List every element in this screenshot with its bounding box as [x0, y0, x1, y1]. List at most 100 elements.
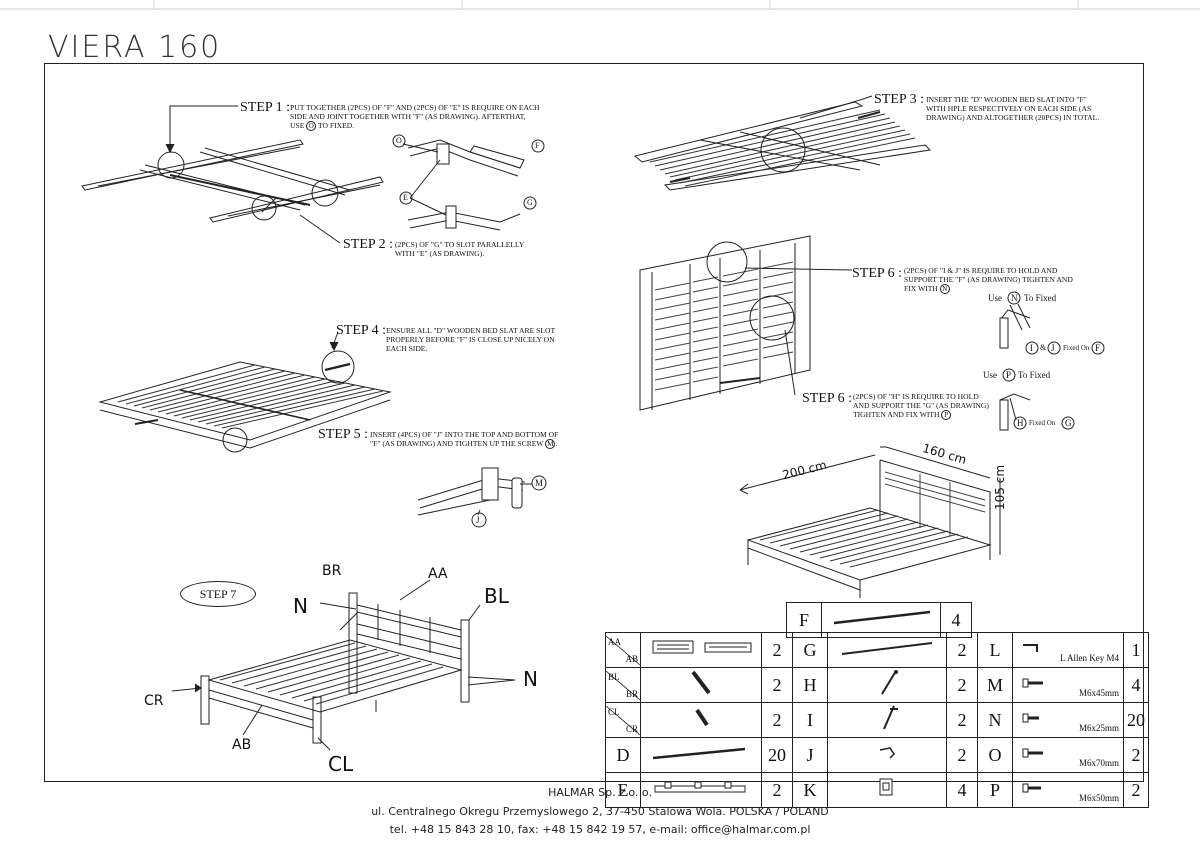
leg-post-icon [691, 670, 711, 695]
marker-f: F [535, 141, 540, 150]
step7-label: STEP 7 [180, 581, 256, 607]
part-image [640, 702, 762, 738]
bracket-plate-icon [879, 778, 893, 796]
step6a-label: STEP 6 : [852, 266, 903, 281]
part-image [827, 737, 947, 773]
fixed-on-f-label: Fixed On [1063, 344, 1090, 352]
step4-text: ENSURE ALL "D" WOODEN BED SLAT ARE SLOT … [386, 326, 555, 353]
part-spec-cell: M6x25mm [1012, 702, 1124, 738]
product-title: VIERA 160 [48, 30, 222, 65]
use-p-label: Use [983, 370, 997, 380]
footer-contact: tel. +48 15 843 28 10, fax: +48 15 842 1… [389, 823, 811, 836]
marker-n-circle [1007, 291, 1021, 305]
use-n-suffix: To Fixed [1024, 293, 1057, 303]
marker-e-circle [399, 191, 413, 205]
marker-o: O [396, 136, 402, 145]
use-n-label: Use [988, 293, 1002, 303]
part-letter: G [792, 632, 828, 668]
part-qty: 20 [1123, 702, 1149, 738]
step1-label: STEP 1 : [240, 100, 291, 115]
marker-f-circle [531, 139, 545, 153]
part-spec-cell: M6x50mm [1012, 772, 1124, 808]
marker-e: E [403, 193, 408, 202]
bolt-icon [1022, 748, 1043, 757]
part-qty: 2 [946, 702, 978, 738]
part-qty: 2 [1123, 737, 1149, 773]
allen-key-icon [1023, 643, 1038, 652]
part-letter: E [605, 772, 641, 808]
marker-i: I [1030, 343, 1033, 353]
callout-br: BR [322, 563, 342, 579]
circle-o: O [306, 121, 317, 131]
marker-p: P [1006, 370, 1012, 380]
part-letter: K [792, 772, 828, 808]
bolt-icon [1022, 783, 1041, 792]
amp-label: & [1040, 343, 1047, 352]
part-image [827, 667, 947, 703]
bolt-icon [1022, 678, 1043, 687]
short-leg-icon [695, 708, 709, 727]
part-letter: O [977, 737, 1013, 773]
top-edge-lines [0, 0, 1200, 10]
step6-details [999, 303, 1031, 431]
marker-g2-circle [1061, 416, 1075, 430]
dimension-height: 105 cm [993, 464, 1007, 510]
step4-bed-illustration [98, 331, 392, 453]
footer-company: HALMAR Sp. z o. o. [548, 786, 652, 799]
part-letter: I [792, 702, 828, 738]
step1-frame-illustration [81, 105, 384, 244]
marker-j2-circle [1047, 341, 1061, 355]
part-image [827, 632, 947, 668]
part-qty: 2 [946, 632, 978, 668]
step1-text: PUT TOGETHER (2pcs) OF "F" AND (2pcs) OF… [290, 103, 540, 131]
callout-n-right: N [523, 667, 538, 691]
part-spec-cell: M6x45mm [1012, 667, 1124, 703]
table-row: E 2 K 4 P M6x50mm 2 [605, 772, 1149, 808]
marker-j: J [476, 515, 480, 525]
marker-j-circle [471, 512, 487, 528]
step6-upright-illustration [639, 235, 853, 411]
step1-detail-illustration [402, 139, 525, 231]
part-letter: L [977, 632, 1013, 668]
part-qty: 2 [761, 772, 793, 808]
marker-g2: G [1065, 418, 1072, 428]
part-image [827, 702, 947, 738]
wooden-slat-icon [652, 747, 746, 760]
step3-slats-illustration [633, 95, 932, 191]
marker-f2-circle [1091, 341, 1105, 355]
marker-h: H [1017, 418, 1024, 428]
support-bracket-icon [883, 705, 898, 730]
use-p-suffix: To Fixed [1018, 370, 1051, 380]
callout-bl: BL [484, 584, 509, 608]
step6b-label: STEP 6 : [802, 391, 853, 406]
callout-cl: CL [328, 752, 354, 776]
part-spec-cell: L Allen Key M4 [1012, 632, 1124, 668]
callout-n-left: N [293, 594, 308, 618]
circle-p-inline: P [941, 410, 952, 420]
part-spec-cell: M6x70mm [1012, 737, 1124, 773]
part-image [640, 667, 762, 703]
callout-cr: CR [144, 693, 164, 709]
step5-text: INSERT (4pcs) OF "J" INTO THE TOP AND BO… [370, 430, 559, 449]
part-f-rod-icon [833, 610, 931, 625]
bolt-icon [1022, 713, 1039, 722]
step6a-text: (2pcs) OF "I & J" IS REQUIRE TO HOLD AND… [904, 266, 1073, 294]
footer-address: ul. Centralnego Okregu Przemyslowego 2, … [371, 805, 829, 818]
marker-h-circle [1013, 416, 1027, 430]
marker-g: G [527, 198, 533, 207]
part-image [640, 632, 762, 668]
part-qty: 2 [761, 702, 793, 738]
part-qty: 2 [761, 667, 793, 703]
part-letter: J [792, 737, 828, 773]
marker-i-circle [1025, 341, 1039, 355]
part-qty: 4 [946, 772, 978, 808]
